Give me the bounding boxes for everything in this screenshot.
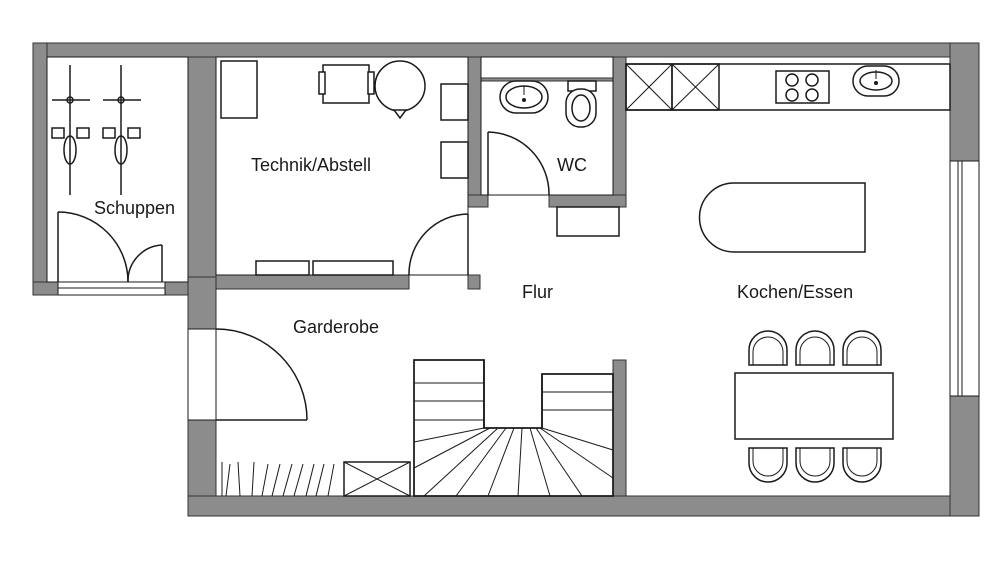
dining-table: [734, 372, 894, 440]
wall: [32, 42, 980, 58]
stove-icon: [775, 70, 830, 104]
boiler-tank: [374, 60, 426, 112]
shed-door: [57, 211, 163, 283]
wall: [612, 56, 627, 208]
entrance-door: [215, 328, 308, 421]
toilet-icon: [565, 80, 597, 128]
room-label-schuppen: Schuppen: [94, 198, 175, 218]
room-label-garderobe: Garderobe: [293, 317, 379, 337]
wc-fixtures: [499, 80, 597, 128]
wall: [215, 274, 410, 290]
chair-icon: [842, 447, 882, 483]
cabinet-crossed: [671, 63, 720, 111]
floor-box: [255, 260, 310, 276]
chair-icon: [795, 447, 835, 483]
kitchen-counter: [625, 63, 951, 111]
wall: [548, 194, 627, 208]
staircase: [413, 359, 614, 497]
wall: [467, 56, 482, 208]
kitchen-island: [698, 182, 866, 253]
wall: [467, 274, 481, 290]
wall: [187, 276, 217, 330]
wall: [32, 281, 59, 296]
bicycle-icon: [51, 65, 90, 195]
chair-icon: [842, 330, 882, 366]
room-label-flur: Flur: [522, 282, 553, 302]
entrance-frame: [187, 328, 217, 421]
dining-chairs: [748, 330, 882, 483]
wall: [32, 42, 48, 296]
room-label-technik: Technik/Abstell: [251, 155, 371, 175]
technik-equipment: [220, 60, 469, 276]
wc-step: [556, 206, 620, 237]
room-label-kochen: Kochen/Essen: [737, 282, 853, 302]
shelf-box: [440, 141, 469, 179]
windows: [57, 160, 980, 421]
wall: [949, 395, 980, 517]
chair-icon: [748, 447, 788, 483]
coat-rack: [221, 461, 335, 497]
room-label-wc: WC: [557, 155, 587, 175]
wall: [612, 359, 627, 497]
wc-door: [487, 131, 550, 196]
chair-icon: [795, 330, 835, 366]
shelf-box: [440, 83, 469, 121]
window-right: [949, 160, 980, 397]
wall: [949, 42, 980, 162]
wall: [187, 495, 980, 517]
cabinet: [220, 60, 258, 119]
technik-door: [408, 213, 469, 276]
floor-box: [312, 260, 394, 276]
wall: [467, 194, 489, 208]
shoe-cabinet: [343, 461, 411, 497]
chair-icon: [748, 330, 788, 366]
heating-unit: [322, 64, 370, 104]
bicycle-icon: [102, 65, 141, 195]
kitchen-sink-icon: [852, 65, 900, 97]
wall: [187, 56, 217, 278]
